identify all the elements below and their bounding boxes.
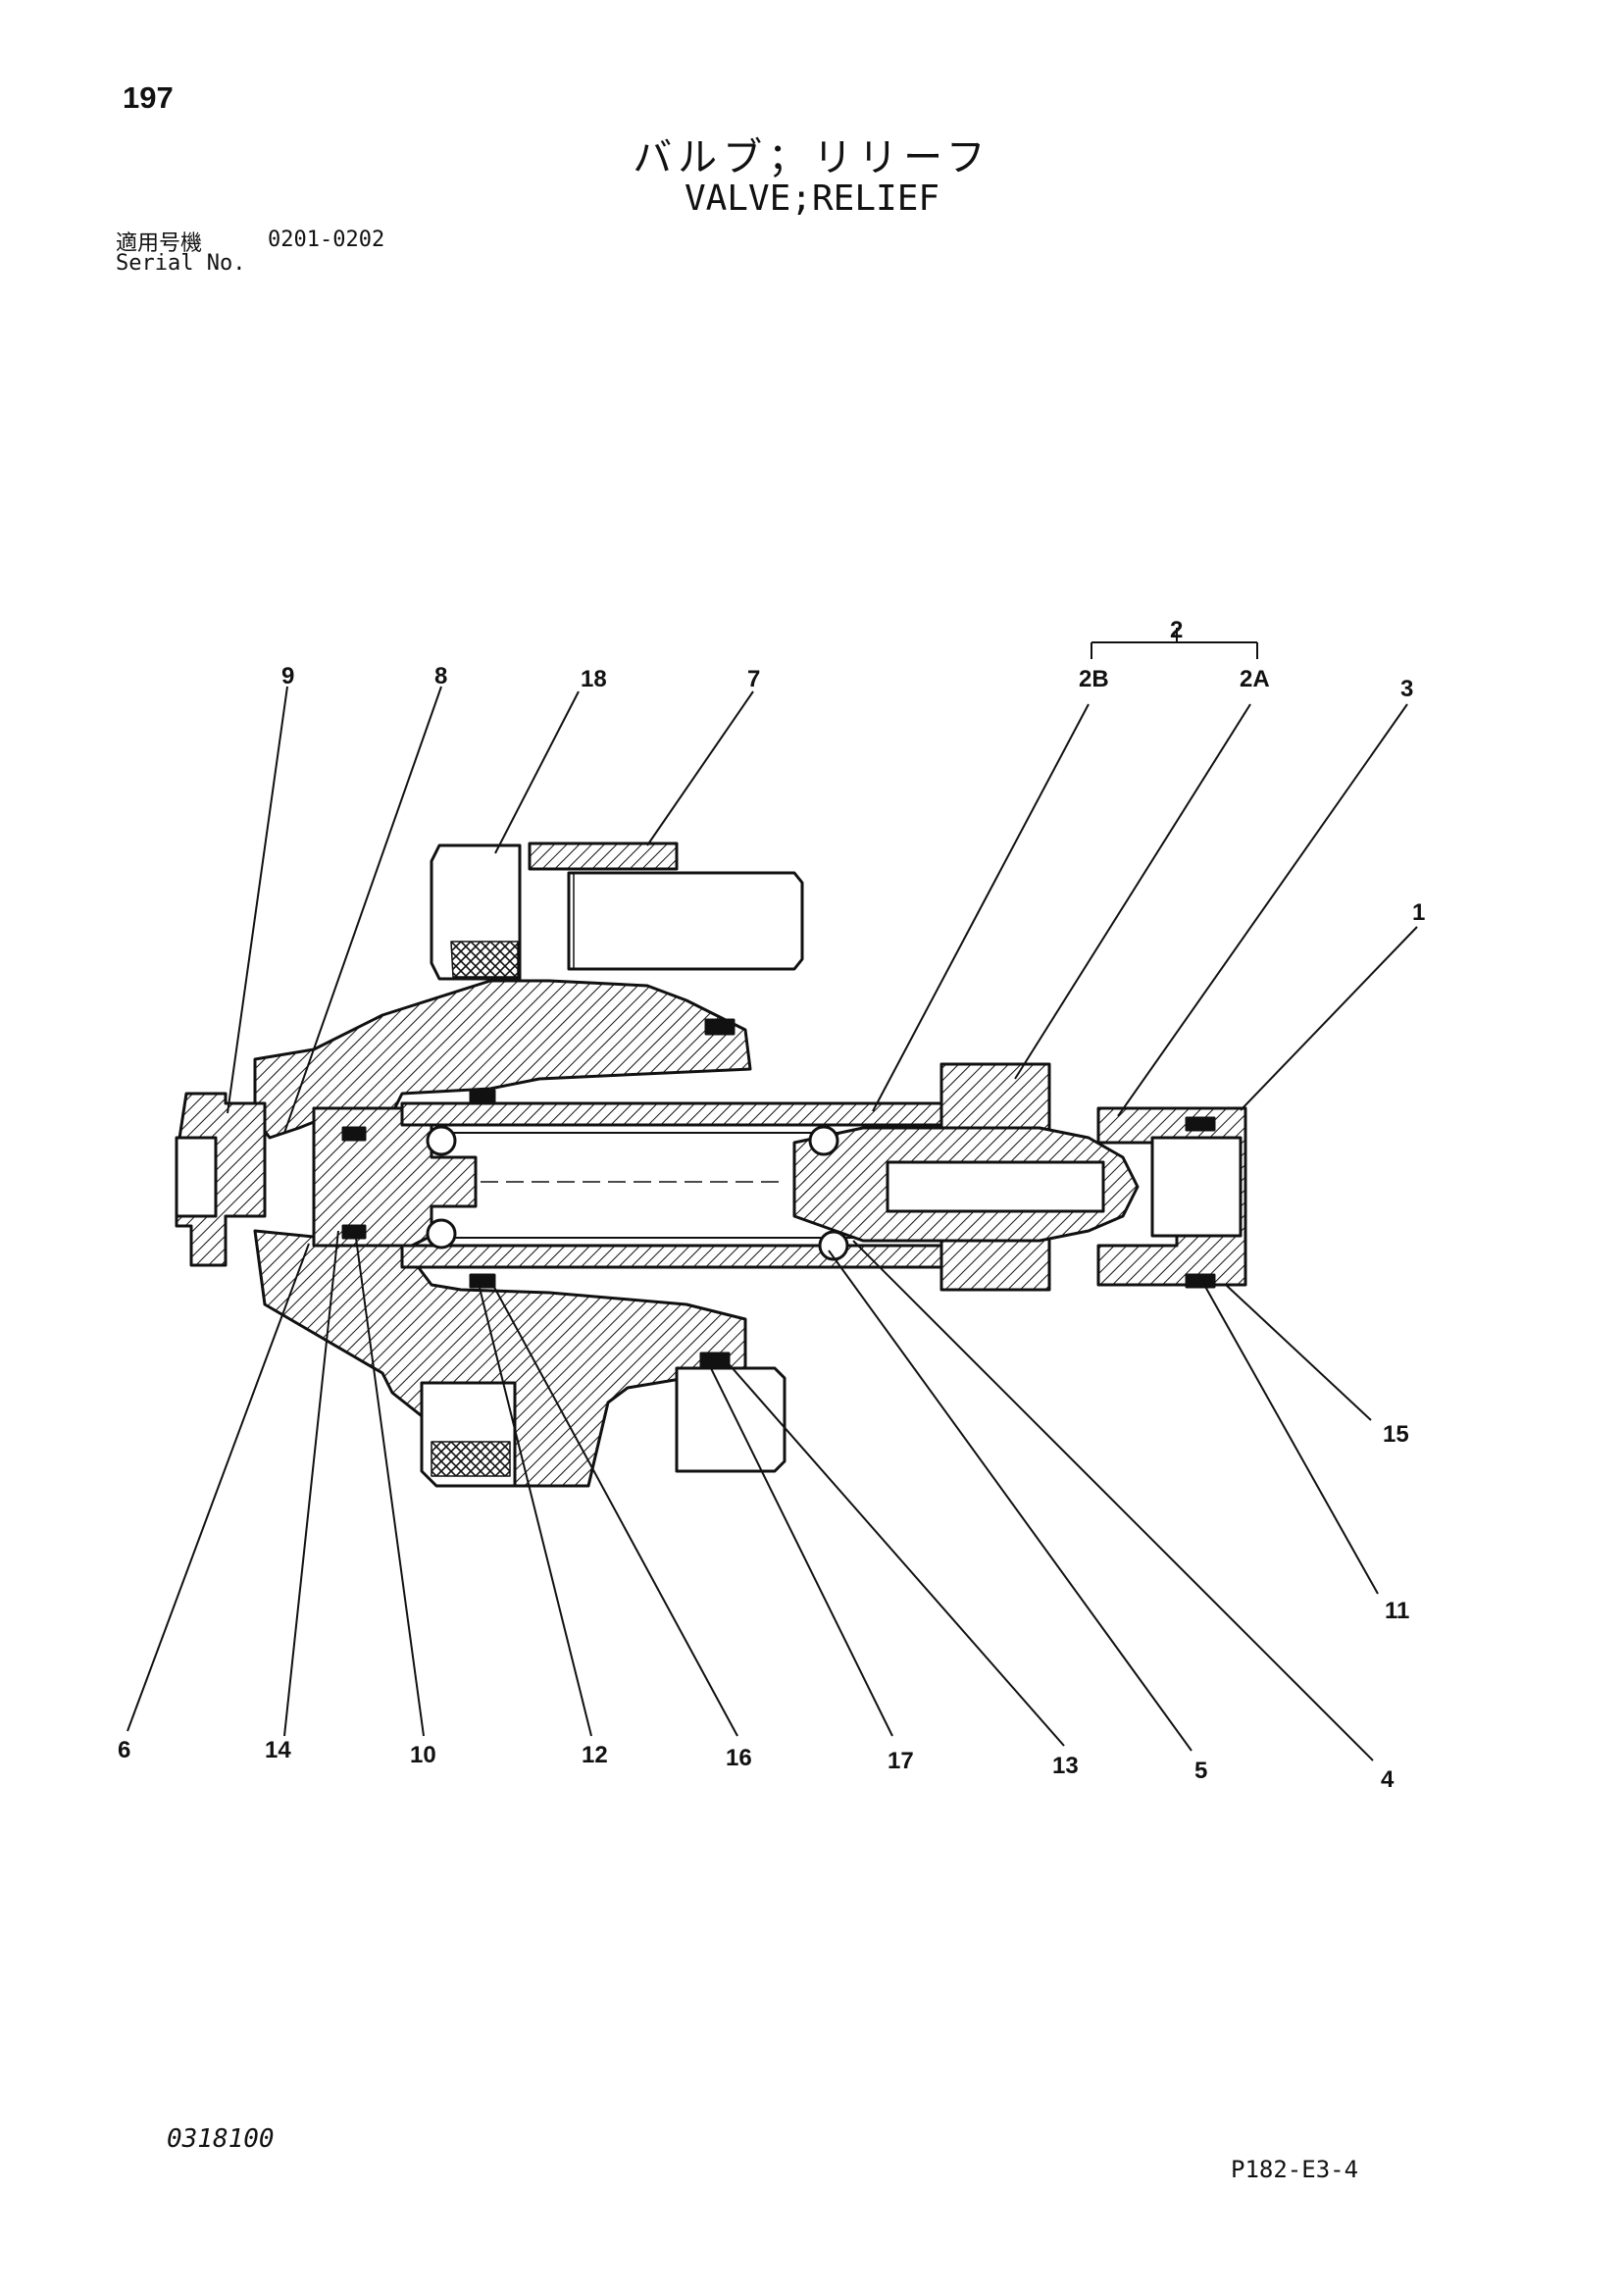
o-ring-11 xyxy=(1185,1116,1216,1132)
callout-13: 13 xyxy=(1052,1753,1079,1779)
callout-10: 10 xyxy=(410,1742,436,1768)
o-ring-14 xyxy=(341,1224,367,1240)
callout-16: 16 xyxy=(726,1745,752,1771)
figure-reference: P182-E3-4 xyxy=(1231,2156,1359,2183)
serial-label-japanese: 適用号機 xyxy=(116,231,203,256)
callout-labels: 9 8 18 7 2 2B 2A 3 1 15 11 6 14 10 12 16… xyxy=(118,617,1425,1793)
callout-8: 8 xyxy=(434,663,447,689)
page-number: 197 xyxy=(123,80,174,115)
o-ring-10 xyxy=(341,1126,367,1142)
steel-ball-upper xyxy=(426,1125,457,1156)
serial-range: 0201-0202 xyxy=(268,228,385,252)
seat-body-2a xyxy=(939,1062,1051,1135)
sleeve-2b xyxy=(400,1101,953,1127)
serial-label-english: Serial No. xyxy=(116,251,246,276)
callout-2a: 2A xyxy=(1240,666,1270,692)
callout-6: 6 xyxy=(118,1737,130,1763)
callout-11: 11 xyxy=(1385,1598,1409,1624)
callout-2b: 2B xyxy=(1079,666,1109,692)
leader-lines xyxy=(127,628,1418,1761)
o-ring-15 xyxy=(1185,1273,1216,1289)
callout-14: 14 xyxy=(265,1737,291,1763)
callout-5: 5 xyxy=(1194,1758,1207,1784)
callout-2: 2 xyxy=(1170,617,1183,643)
callout-9: 9 xyxy=(281,663,294,689)
callout-12: 12 xyxy=(582,1742,608,1768)
callout-17: 17 xyxy=(888,1748,914,1774)
steel-ball-right-upper xyxy=(808,1125,839,1156)
o-ring-16 xyxy=(469,1273,496,1289)
callout-1: 1 xyxy=(1412,899,1425,926)
title-japanese: バルブ；リリーフ xyxy=(633,135,991,180)
callout-3: 3 xyxy=(1400,676,1413,702)
title-english: VALVE;RELIEF xyxy=(684,179,940,219)
callout-18: 18 xyxy=(581,666,607,692)
callout-15: 15 xyxy=(1383,1421,1409,1448)
document-code: 0318100 xyxy=(167,2124,275,2154)
adjusting-screw-upper xyxy=(528,842,679,871)
o-ring-17 xyxy=(704,1018,736,1036)
o-ring-12 xyxy=(469,1089,496,1104)
steel-ball-right-lower xyxy=(818,1230,849,1261)
steel-ball-lower xyxy=(426,1218,457,1250)
valve-drawing xyxy=(175,842,1247,1488)
callout-7: 7 xyxy=(747,666,760,692)
adjusting-screw-lower xyxy=(675,1366,787,1473)
callout-4: 4 xyxy=(1381,1766,1395,1793)
